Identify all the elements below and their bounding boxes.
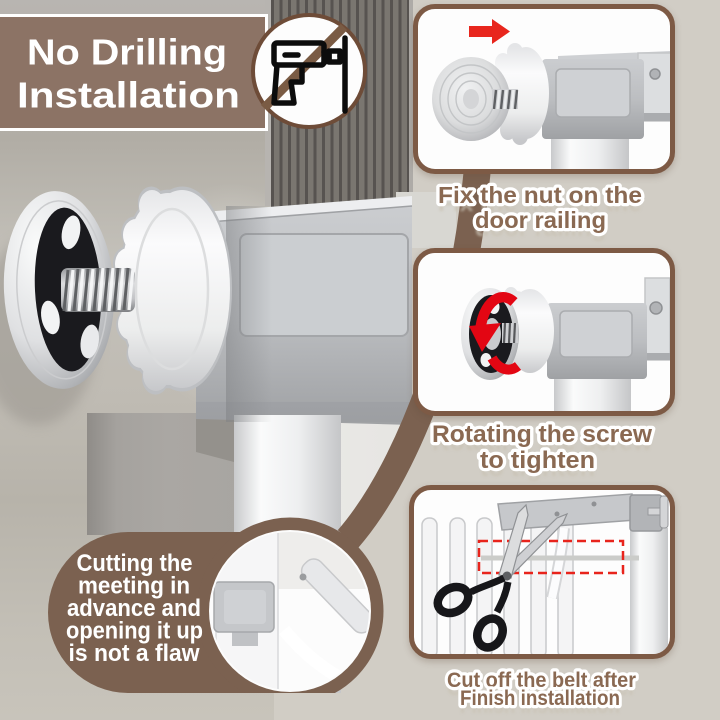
- svg-text:meeting in: meeting in: [78, 573, 190, 600]
- svg-text:to tighten: to tighten: [480, 447, 595, 474]
- svg-text:Finish installation: Finish installation: [460, 687, 620, 710]
- svg-text:Rotating the screw: Rotating the screw: [432, 429, 652, 456]
- svg-text:Fix the nut on the: Fix the nut on the: [438, 190, 642, 216]
- svg-text:Rotating the screw: Rotating the screw: [432, 421, 652, 448]
- svg-text:to tighten: to tighten: [480, 455, 595, 482]
- svg-text:advance and: advance and: [67, 595, 201, 622]
- svg-text:is not a flaw: is not a flaw: [69, 640, 200, 667]
- svg-text:Finish installation: Finish installation: [460, 695, 620, 718]
- svg-text:Installation: Installation: [17, 75, 240, 116]
- svg-text:door railing: door railing: [475, 215, 606, 241]
- svg-text:Fix the nut on the: Fix the nut on the: [438, 182, 642, 208]
- svg-text:Cut off the belt after: Cut off the belt after: [447, 677, 636, 700]
- svg-text:opening it up: opening it up: [66, 618, 203, 645]
- svg-text:door railing: door railing: [475, 207, 606, 233]
- svg-text:No Drilling: No Drilling: [27, 32, 227, 73]
- svg-text:Cut off the belt after: Cut off the belt after: [447, 669, 636, 692]
- svg-text:Cutting the: Cutting the: [77, 550, 193, 577]
